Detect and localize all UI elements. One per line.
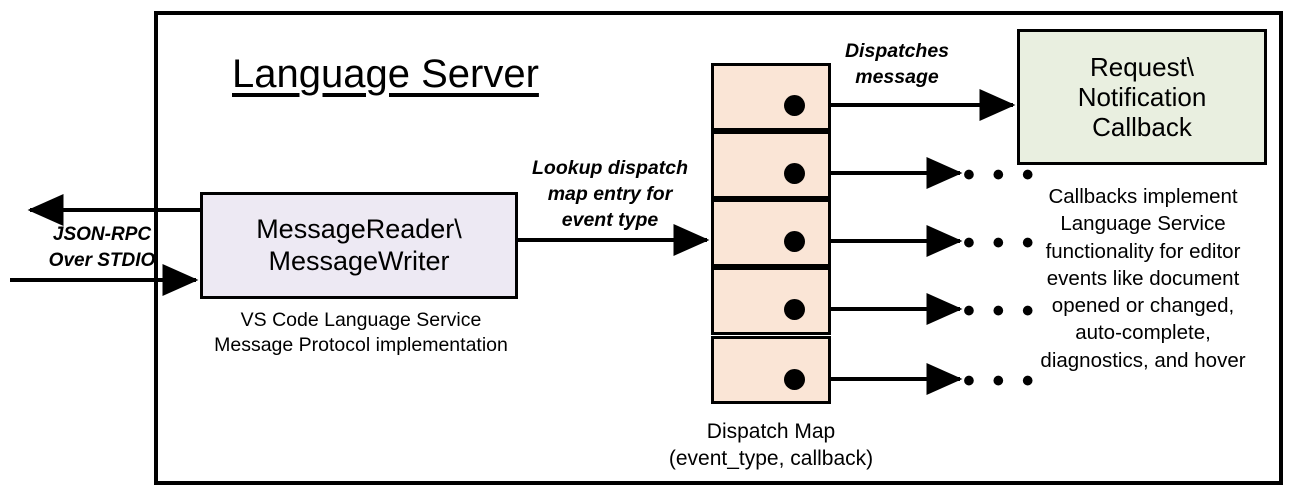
dispatch-map-cell-0[interactable]	[711, 63, 831, 131]
dispatch-map-cell-3[interactable]	[711, 267, 831, 335]
callback-title-line2: Notification	[1077, 81, 1207, 112]
messagereader-caption-line1: VS Code Language Service	[240, 309, 482, 331]
messagereader-caption-line2: Message Protocol implementation	[214, 333, 508, 356]
lookup-dispatch-label: Lookup dispatch map entry for event type	[516, 155, 704, 233]
ellipsis-row-3: • • •	[963, 292, 1038, 330]
jsonrpc-transport-label: JSON-RPC Over STDIO	[22, 222, 182, 273]
dispatches-message-line2: message	[855, 66, 939, 89]
dispatches-message-label: Dispatches message	[830, 38, 964, 90]
dispatch-map-table[interactable]	[711, 63, 831, 404]
ellipsis-row-2: • • •	[963, 224, 1038, 262]
messagereader-title-line1: MessageReader\	[256, 214, 462, 245]
callback-caption-line5: opened or changed,	[1051, 294, 1235, 317]
callback-title-line1: Request\	[1089, 51, 1195, 82]
lookup-label-line3: event type	[561, 209, 659, 232]
lookup-label-line1: Lookup dispatch	[532, 157, 688, 179]
callback-caption-line3: functionality for editor	[1045, 239, 1241, 263]
callback-caption-line4: events like document	[1046, 266, 1240, 290]
callback-caption-line7: diagnostics, and hover	[1040, 348, 1246, 372]
dispatch-map-dot-2	[784, 231, 805, 252]
dispatch-map-cell-1[interactable]	[711, 131, 831, 199]
dispatches-message-line1: Dispatches	[844, 40, 950, 62]
dispatch-map-dot-1	[784, 163, 805, 184]
language-server-boundary	[154, 11, 1283, 485]
dispatch-map-dot-0	[784, 95, 805, 116]
dispatch-map-cell-4[interactable]	[711, 336, 831, 404]
dispatch-map-caption-line1: Dispatch Map	[706, 420, 836, 443]
dispatch-map-caption: Dispatch Map (event_type, callback)	[641, 418, 901, 473]
messagereader-title-line2: MessageWriter	[268, 245, 450, 276]
dispatch-map-dot-4	[784, 369, 805, 390]
callback-caption-line1: Callbacks implement	[1048, 185, 1238, 208]
callback-caption: Callbacks implement Language Service fun…	[1010, 183, 1276, 374]
lookup-label-line2: map entry for	[547, 183, 673, 206]
messagereader-caption: VS Code Language Service Message Protoco…	[196, 308, 526, 358]
callback-title-line3: Callback	[1092, 112, 1192, 143]
callback-caption-line2: Language Service	[1060, 212, 1226, 236]
jsonrpc-label-line2: Over STDIO	[48, 249, 156, 271]
jsonrpc-label-line1: JSON-RPC	[52, 224, 152, 245]
dispatch-map-cell-2[interactable]	[711, 199, 831, 267]
page-title: Language Server	[232, 52, 539, 96]
ellipsis-row-4: • • •	[963, 362, 1038, 400]
callback-caption-line6: auto-complete,	[1075, 321, 1211, 345]
dispatch-map-dot-3	[784, 299, 805, 320]
request-notification-callback-box[interactable]: Request\ Notification Callback	[1017, 29, 1267, 165]
messagereader-messagewriter-box[interactable]: MessageReader\ MessageWriter	[200, 192, 518, 299]
dispatch-map-caption-line2: (event_type, callback)	[668, 447, 874, 471]
